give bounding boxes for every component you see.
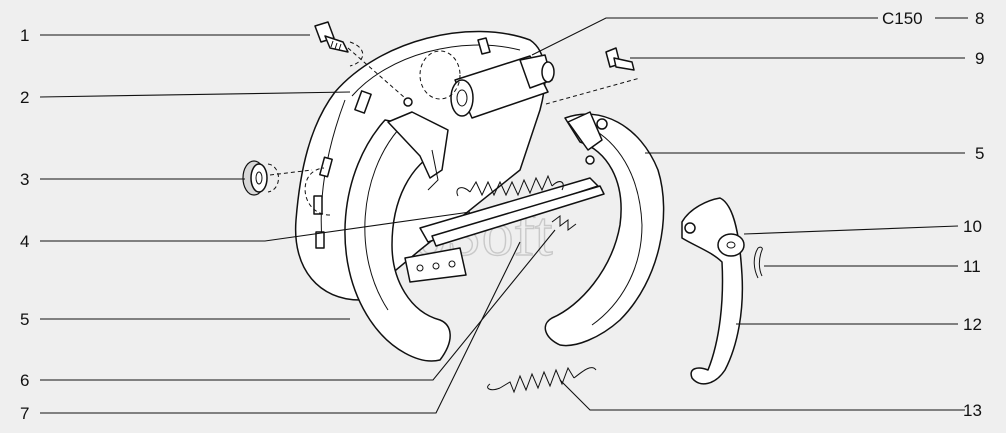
small-spring bbox=[551, 215, 577, 231]
retaining-clip bbox=[753, 246, 763, 279]
leader-lines bbox=[39, 17, 968, 414]
small-bolt bbox=[605, 47, 635, 71]
grommet bbox=[242, 160, 313, 196]
callout-6: 6 bbox=[20, 371, 29, 390]
callout-11: 11 bbox=[963, 257, 981, 276]
callout-7: 7 bbox=[20, 404, 29, 423]
washer bbox=[717, 233, 745, 257]
callout-4: 4 bbox=[20, 232, 29, 251]
callout-2: 2 bbox=[20, 88, 29, 107]
callout-8-code: C150 bbox=[882, 9, 923, 28]
bolt bbox=[314, 21, 406, 99]
wheel-cylinder bbox=[419, 37, 641, 119]
callout-12: 12 bbox=[963, 315, 982, 334]
parking-lever bbox=[681, 197, 744, 385]
callout-10: 10 bbox=[963, 217, 982, 236]
brake-shoe-right bbox=[544, 111, 665, 347]
adjuster-strut bbox=[404, 177, 605, 283]
callout-5-right: 5 bbox=[975, 144, 984, 163]
callout-3: 3 bbox=[20, 170, 29, 189]
callout-5-left: 5 bbox=[20, 310, 29, 329]
callout-9: 9 bbox=[975, 49, 984, 68]
callout-8: 8 bbox=[975, 9, 984, 28]
lower-return-spring bbox=[487, 366, 597, 394]
callout-1: 1 bbox=[20, 26, 29, 45]
brake-shoe-left bbox=[344, 111, 451, 362]
callout-13: 13 bbox=[963, 401, 982, 420]
upper-return-spring bbox=[456, 174, 564, 197]
